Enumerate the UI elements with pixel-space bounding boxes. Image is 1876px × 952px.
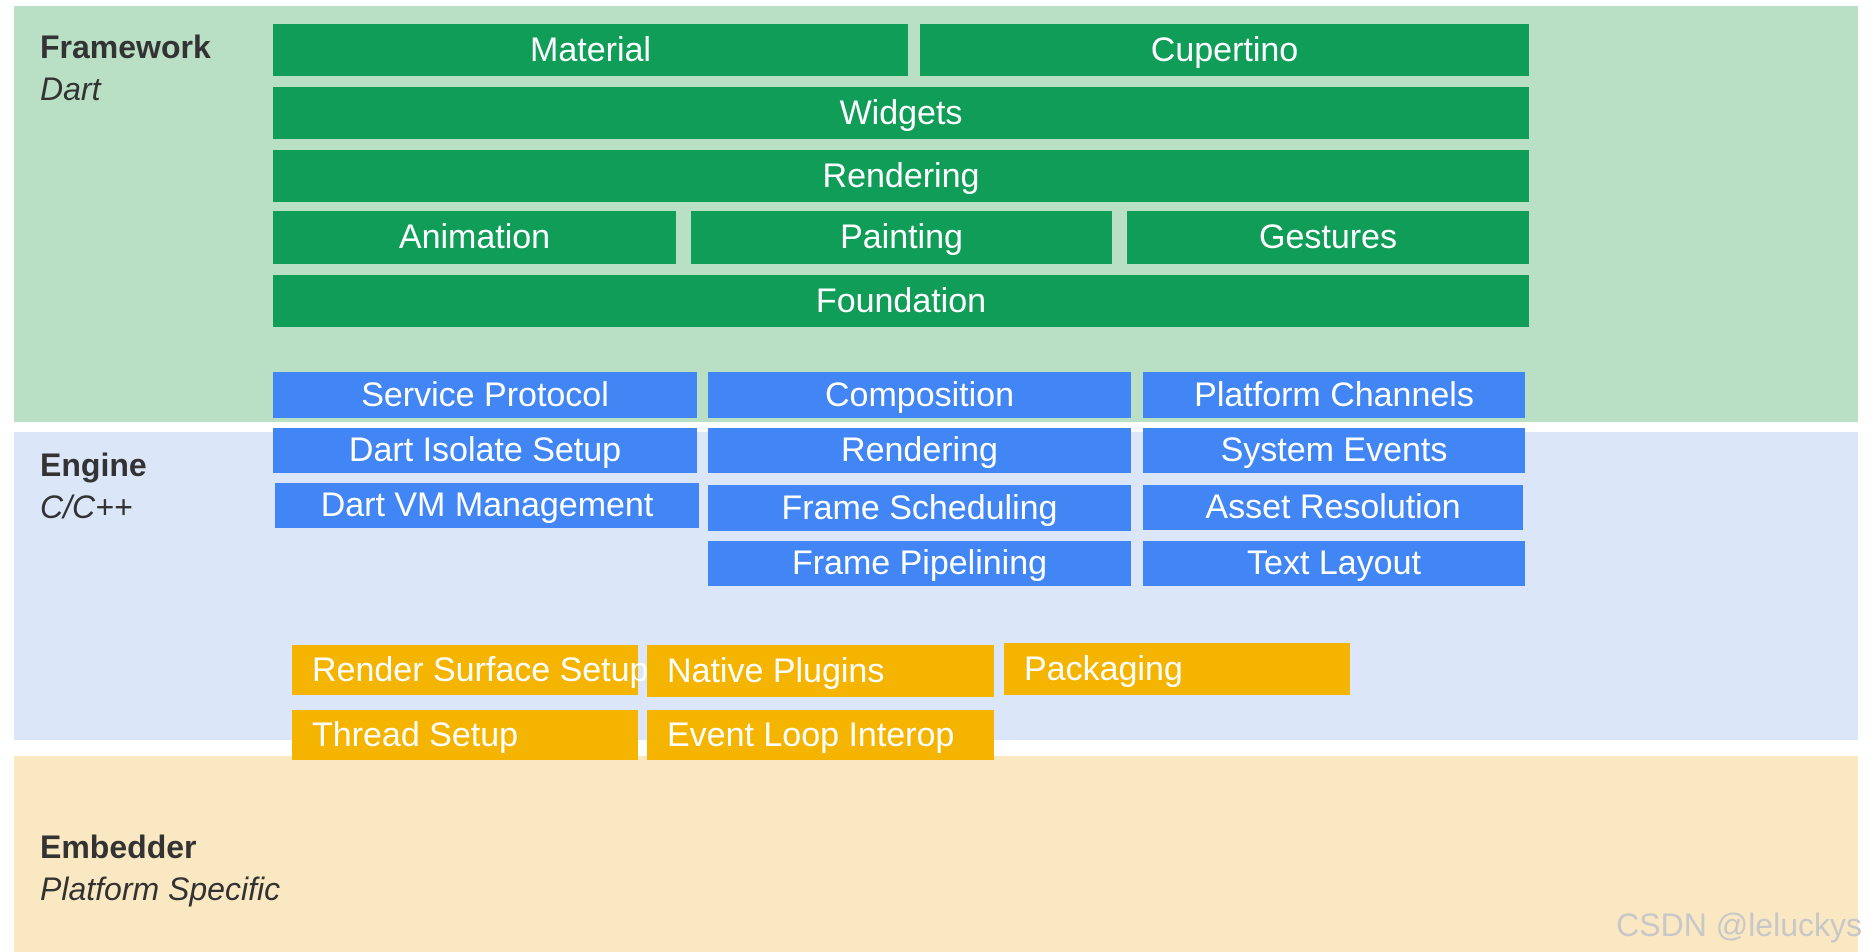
- engine-block-system-events: System Events: [1143, 428, 1525, 473]
- engine-block-service-protocol: Service Protocol: [273, 372, 697, 418]
- engine-layer-title: Engine C/C++: [40, 444, 147, 528]
- embedder-block-render-surface-setup: Render Surface Setup: [292, 645, 648, 695]
- engine-block-dart-vm-management: Dart VM Management: [275, 483, 699, 528]
- engine-block-frame-scheduling: Frame Scheduling: [708, 485, 1131, 531]
- embedder-block-packaging: Packaging: [1004, 643, 1350, 695]
- embedder-title: Embedder: [40, 829, 197, 865]
- engine-block-dart-isolate-setup: Dart Isolate Setup: [273, 428, 697, 473]
- framework-block-gestures: Gestures: [1127, 211, 1529, 264]
- embedder-block-thread-setup: Thread Setup: [292, 710, 638, 760]
- engine-block-composition: Composition: [708, 372, 1131, 418]
- framework-block-painting: Painting: [691, 211, 1112, 264]
- framework-block-widgets: Widgets: [273, 87, 1529, 139]
- engine-subtitle: C/C++: [40, 489, 133, 525]
- framework-block-foundation: Foundation: [273, 275, 1529, 327]
- framework-subtitle: Dart: [40, 71, 101, 107]
- framework-block-material: Material: [273, 24, 908, 76]
- engine-block-rendering: Rendering: [708, 428, 1131, 473]
- embedder-layer: Embedder Platform Specific: [14, 756, 1858, 952]
- engine-block-frame-pipelining: Frame Pipelining: [708, 541, 1131, 586]
- engine-block-asset-resolution: Asset Resolution: [1143, 485, 1523, 530]
- watermark-text: CSDN @leluckys: [1616, 907, 1862, 943]
- framework-block-rendering: Rendering: [273, 150, 1529, 202]
- embedder-subtitle: Platform Specific: [40, 871, 281, 907]
- engine-block-platform-channels: Platform Channels: [1143, 372, 1525, 418]
- embedder-block-event-loop-interop: Event Loop Interop: [647, 710, 994, 760]
- embedder-block-native-plugins: Native Plugins: [647, 645, 994, 697]
- framework-layer-title: Framework Dart: [40, 26, 211, 110]
- engine-block-text-layout: Text Layout: [1143, 541, 1525, 586]
- embedder-layer-title: Embedder Platform Specific: [40, 826, 280, 910]
- framework-title: Framework: [40, 29, 211, 65]
- framework-block-cupertino: Cupertino: [920, 24, 1529, 76]
- framework-block-animation: Animation: [273, 211, 676, 264]
- engine-title: Engine: [40, 447, 147, 483]
